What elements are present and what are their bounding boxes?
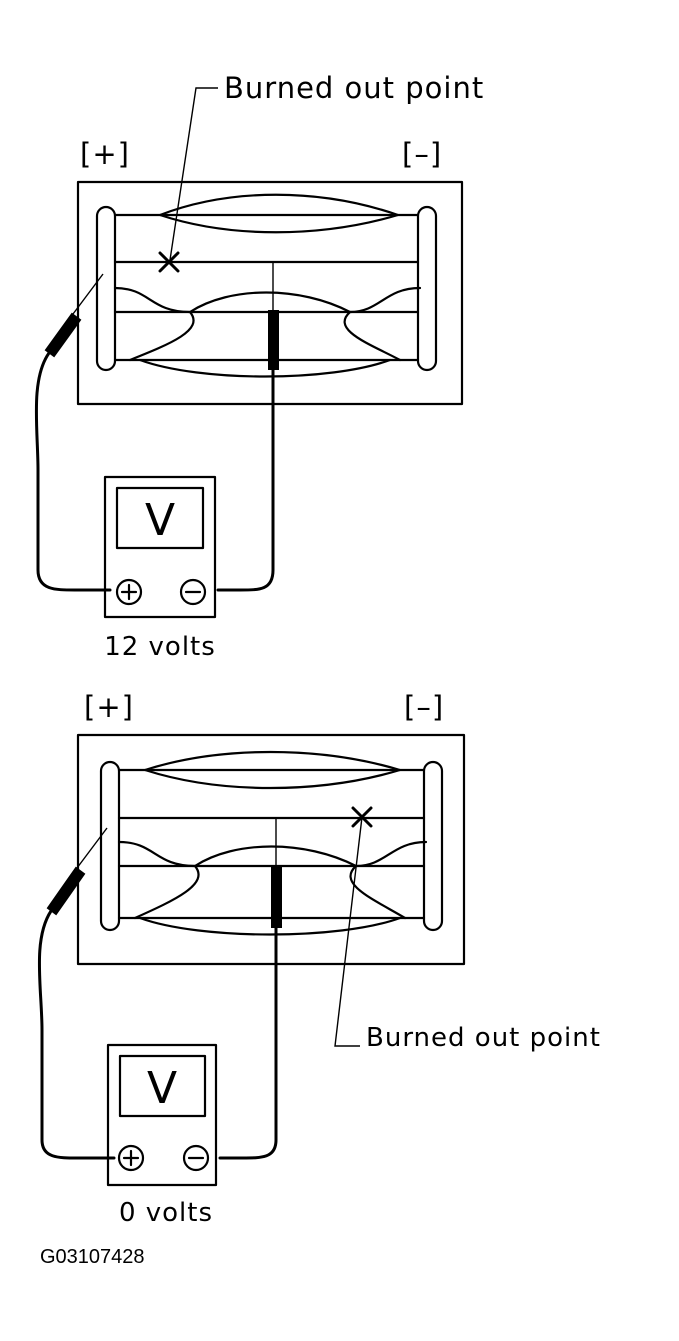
top-positive-terminal-label: [+] <box>80 137 130 171</box>
top-voltmeter: V <box>103 475 217 619</box>
bottom-meter-negative-jack <box>182 1144 210 1172</box>
top-negative-terminal-label: [–] <box>402 137 442 171</box>
top-burned-out-label: Burned out point <box>224 71 484 105</box>
bottom-positive-probe <box>37 827 116 1160</box>
top-meter-positive-jack <box>115 578 143 606</box>
top-burned-out-leader <box>169 87 218 261</box>
top-bus-bar-positive <box>95 205 117 372</box>
bottom-bus-bar-negative <box>422 760 444 932</box>
bottom-meter-positive-jack <box>117 1144 145 1172</box>
bottom-positive-terminal-label: [+] <box>84 690 134 724</box>
bottom-panel: [+] [–] Burned out point <box>37 690 601 1228</box>
bottom-burned-out-leader <box>334 816 363 1047</box>
top-glass-outline <box>76 180 464 406</box>
top-negative-probe <box>216 262 279 592</box>
top-panel: Burned out point [+] [–] V 12 volts <box>34 71 484 662</box>
top-heater-grid <box>113 193 422 378</box>
bottom-negative-terminal-label: [–] <box>404 690 444 724</box>
bottom-reading: 0 volts <box>119 1198 213 1228</box>
top-positive-probe <box>34 273 112 592</box>
top-meter-negative-jack <box>179 578 207 606</box>
bottom-burned-out-label: Burned out point <box>366 1023 601 1053</box>
top-burned-out-mark <box>158 251 180 273</box>
bottom-voltmeter-symbol: V <box>147 1063 177 1114</box>
bottom-voltmeter: V <box>106 1043 218 1187</box>
figure-id: G03107428 <box>40 1246 145 1268</box>
top-reading: 12 volts <box>104 632 216 662</box>
bottom-glass-outline <box>76 733 466 966</box>
bottom-negative-probe <box>218 818 282 1160</box>
top-voltmeter-symbol: V <box>145 495 175 546</box>
bottom-bus-bar-positive <box>99 760 121 932</box>
